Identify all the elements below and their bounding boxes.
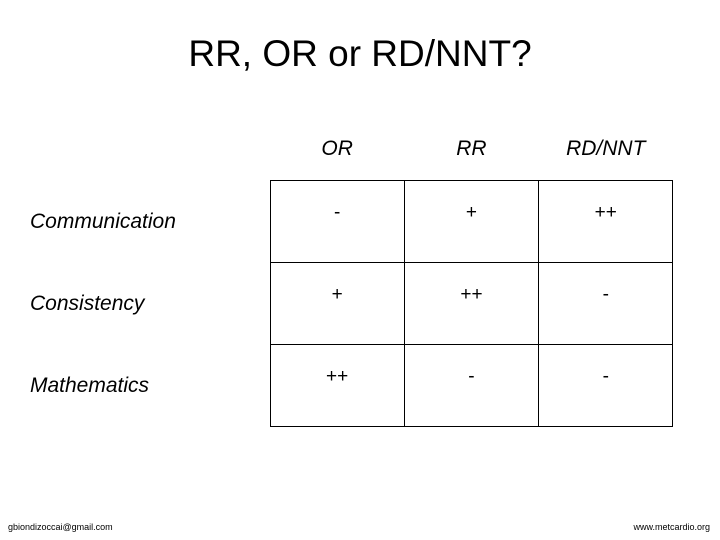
table-row: Mathematics ++ - - <box>30 344 674 427</box>
cell-value: + <box>331 283 343 305</box>
cell-consistency-rd-nnt: - <box>538 262 674 345</box>
cell-communication-rd-nnt: ++ <box>538 180 674 263</box>
column-header-rr: RR <box>456 137 487 160</box>
cell-consistency-or: + <box>269 262 405 345</box>
footer-website: www.metcardio.org <box>633 522 710 532</box>
cell-value: - <box>602 365 609 387</box>
cell-value: ++ <box>326 365 349 387</box>
cell-value: - <box>468 365 475 387</box>
row-label-communication: Communication <box>30 209 176 233</box>
row-label-mathematics: Mathematics <box>30 373 150 397</box>
page-title: RR, OR or RD/NNT? <box>188 33 532 74</box>
row-label-consistency: Consistency <box>30 291 145 315</box>
header-row: OR RR RD/NNT <box>30 118 673 181</box>
cell-value: ++ <box>460 283 483 305</box>
comparison-matrix: OR RR RD/NNT Communication - + ++ <box>30 118 674 427</box>
cell-value: ++ <box>594 201 617 223</box>
column-header-corner <box>30 118 270 181</box>
cell-consistency-rr: ++ <box>403 262 540 345</box>
table-body: Communication - + ++ Consistency + <box>30 180 674 427</box>
cell-value: - <box>602 283 609 305</box>
table-header: OR RR RD/NNT <box>30 118 673 181</box>
column-header-rd-nnt: RD/NNT <box>566 137 646 160</box>
cell-mathematics-rr: - <box>403 344 540 427</box>
cell-communication-or: - <box>269 180 405 263</box>
table-row: Communication - + ++ <box>30 180 674 263</box>
cell-value: - <box>333 201 341 223</box>
cell-communication-rr: + <box>403 180 540 263</box>
comparison-table: OR RR RD/NNT Communication - + ++ <box>30 118 674 427</box>
cell-mathematics-rd-nnt: - <box>538 344 674 427</box>
footer-email: gbiondizoccai@gmail.com <box>8 522 113 532</box>
cell-value: + <box>465 201 477 223</box>
cell-mathematics-or: ++ <box>269 344 405 427</box>
column-header-or: OR <box>321 137 353 160</box>
table-row: Consistency + ++ - <box>30 262 674 345</box>
